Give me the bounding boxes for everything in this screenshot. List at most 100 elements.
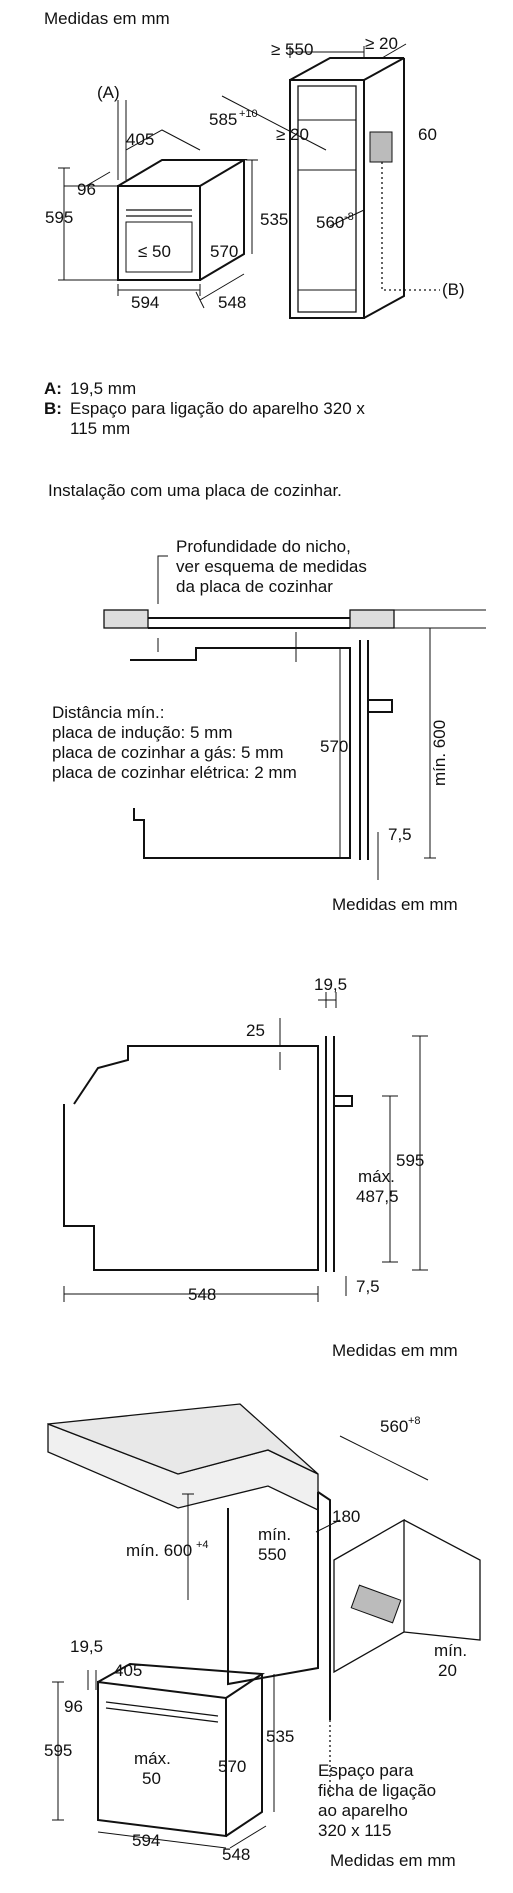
plug-note-2: ficha de ligação: [318, 1781, 436, 1800]
dim-20-top: ≥ 20: [365, 34, 398, 53]
dim-548-line-4: [229, 1825, 267, 1849]
oven-top-4: [97, 1662, 265, 1699]
label-A: (A): [97, 83, 120, 102]
oven-door-profile: [359, 640, 369, 860]
dim-548-line: [195, 273, 245, 309]
cabinet-top: [289, 57, 405, 81]
section-4-perspective-installation: 560 +8 mín. 600 +4 mín. 550 180 mín. 20 …: [44, 1403, 481, 1870]
dim-max-s3: máx.: [358, 1167, 395, 1186]
depth-note-leader: [157, 555, 168, 604]
dim-20-mid: ≥ 20: [276, 125, 309, 144]
dim-19.5-line: [318, 992, 337, 1008]
dim-600-line-4: [182, 1493, 194, 1600]
dim-535-s4: 535: [266, 1727, 294, 1746]
section-1-dimension-drawing: Medidas em mm (A) 405 96 595 ≤ 50 570 53…: [44, 9, 465, 438]
distance-note-1: Distância mín.:: [52, 703, 164, 722]
dim-570-s2: 570: [320, 737, 348, 756]
dim-19.5-s4: 19,5: [70, 1637, 103, 1656]
niche-right-4: [403, 1519, 481, 1641]
dim-560-sup: -8: [344, 211, 354, 223]
dim-405: 405: [126, 130, 154, 149]
plug-space-4: [350, 1584, 402, 1624]
dim-50: ≤ 50: [138, 242, 171, 261]
oven-handle: [126, 209, 192, 217]
plug-note-4: 320 x 115: [318, 1821, 391, 1840]
dim-594-line-4: [97, 1831, 227, 1849]
dim-550-line: [289, 46, 365, 58]
section-2-title: Instalação com uma placa de cozinhar.: [48, 481, 342, 500]
oven-side-4: [225, 1674, 263, 1837]
dim-548-line-s3: [63, 1286, 319, 1302]
B-leader-line: [381, 162, 440, 291]
dim-max-50-b: 50: [142, 1769, 161, 1788]
dim-min-600-s4: mín. 600: [126, 1541, 192, 1560]
note-A-key: A:: [44, 379, 62, 398]
dim-548-s3: 548: [188, 1285, 216, 1304]
dim-595-line-s3: [412, 1035, 428, 1271]
cabinet-front: [289, 79, 365, 319]
dim-595: 595: [45, 208, 73, 227]
dim-min-550-b: 550: [258, 1545, 286, 1564]
section-2-cooktop-installation: Instalação com uma placa de cozinhar. Pr…: [48, 481, 486, 914]
caption-1: Medidas em mm: [44, 9, 170, 28]
dim-max-50-a: máx.: [134, 1749, 171, 1768]
connection-space: [369, 131, 393, 163]
dim-594: 594: [131, 293, 159, 312]
section-3-side-view: 19,5 25 595 máx. 487,5 548 7,5 Medidas e…: [63, 975, 458, 1360]
distance-note-4: placa de cozinhar elétrica: 2 mm: [52, 763, 297, 782]
note-B-text: Espaço para ligação do aparelho 320 x: [70, 399, 365, 418]
dim-595-line-4: [52, 1681, 64, 1821]
cooktop: [148, 617, 350, 629]
knob-s3: [334, 1095, 353, 1107]
caption-3: Medidas em mm: [332, 1341, 458, 1360]
gap-arrows: [157, 632, 297, 662]
dim-560-line: [329, 209, 365, 227]
dim-570-line: [334, 647, 346, 859]
dim-535: 535: [260, 210, 288, 229]
dim-535-line: [246, 159, 258, 254]
dim-7.5-s3: 7,5: [356, 1277, 380, 1296]
dim-180-line: [315, 1519, 341, 1533]
door-profile-s3: [325, 1036, 335, 1272]
depth-note-1: Profundidade do nicho,: [176, 537, 351, 556]
cabinet-niche: [297, 85, 357, 313]
oven-top: [117, 159, 248, 187]
dim-585-line: [221, 95, 327, 151]
caption-2: Medidas em mm: [332, 895, 458, 914]
depth-note-2: ver esquema de medidas: [176, 557, 367, 576]
dim-560: 560: [316, 213, 344, 232]
dim-560-sup-s4: +8: [408, 1415, 421, 1427]
dim-595-s3: 595: [396, 1151, 424, 1170]
dim-ext-lines: [64, 185, 118, 281]
dim-487.5-s3: 487,5: [356, 1187, 399, 1206]
dim-570-s4: 570: [218, 1757, 246, 1776]
label-B: (B): [442, 280, 465, 299]
counter-left: [103, 609, 149, 629]
note-B-key: B:: [44, 399, 62, 418]
dim-min-550-a: mín.: [258, 1525, 291, 1544]
depth-note-3: da placa de cozinhar: [176, 577, 333, 596]
dim-min-600-sup-s4: +4: [196, 1539, 209, 1551]
oven-front: [117, 185, 201, 281]
caption-4: Medidas em mm: [330, 1851, 456, 1870]
plug-note-1: Espaço para: [318, 1761, 414, 1780]
dim-570: 570: [210, 242, 238, 261]
dim-max-line: [382, 1095, 398, 1263]
dim-180-s4: 180: [332, 1507, 360, 1526]
dim-560-line-4: [339, 1435, 429, 1481]
counter-right: [349, 609, 395, 629]
countertop-top-4: [47, 1403, 319, 1475]
oven-side-profile: [63, 1045, 319, 1271]
dim-548: 548: [218, 293, 246, 312]
dim-19.5-line-4: [87, 1670, 97, 1690]
dim-585: 585: [209, 110, 237, 129]
cabinet-side: [363, 58, 405, 319]
note-B-text-2: 115 mm: [70, 419, 130, 438]
dim-548-s4: 548: [222, 1845, 250, 1864]
oven-profile: [130, 647, 351, 859]
oven-side: [199, 160, 245, 281]
dim-7.5-s2: 7,5: [388, 825, 412, 844]
distance-note-3: placa de cozinhar a gás: 5 mm: [52, 743, 284, 762]
dim-585-sup: +10: [239, 108, 258, 120]
